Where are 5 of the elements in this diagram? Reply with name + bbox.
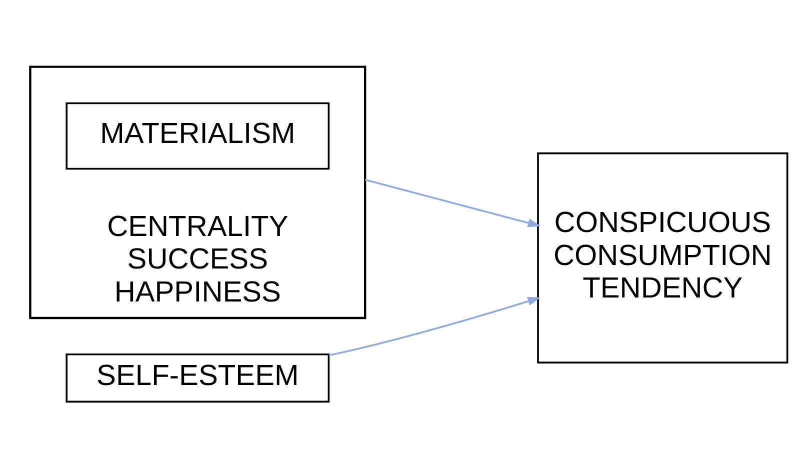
arrow [364, 178, 541, 228]
node-box: SELF-ESTEEM [66, 353, 330, 403]
node-box: MATERIALISM [66, 102, 330, 170]
node-box: CONSPICUOUS CONSUMPTION TENDENCY [537, 152, 788, 364]
arrow [328, 296, 541, 356]
